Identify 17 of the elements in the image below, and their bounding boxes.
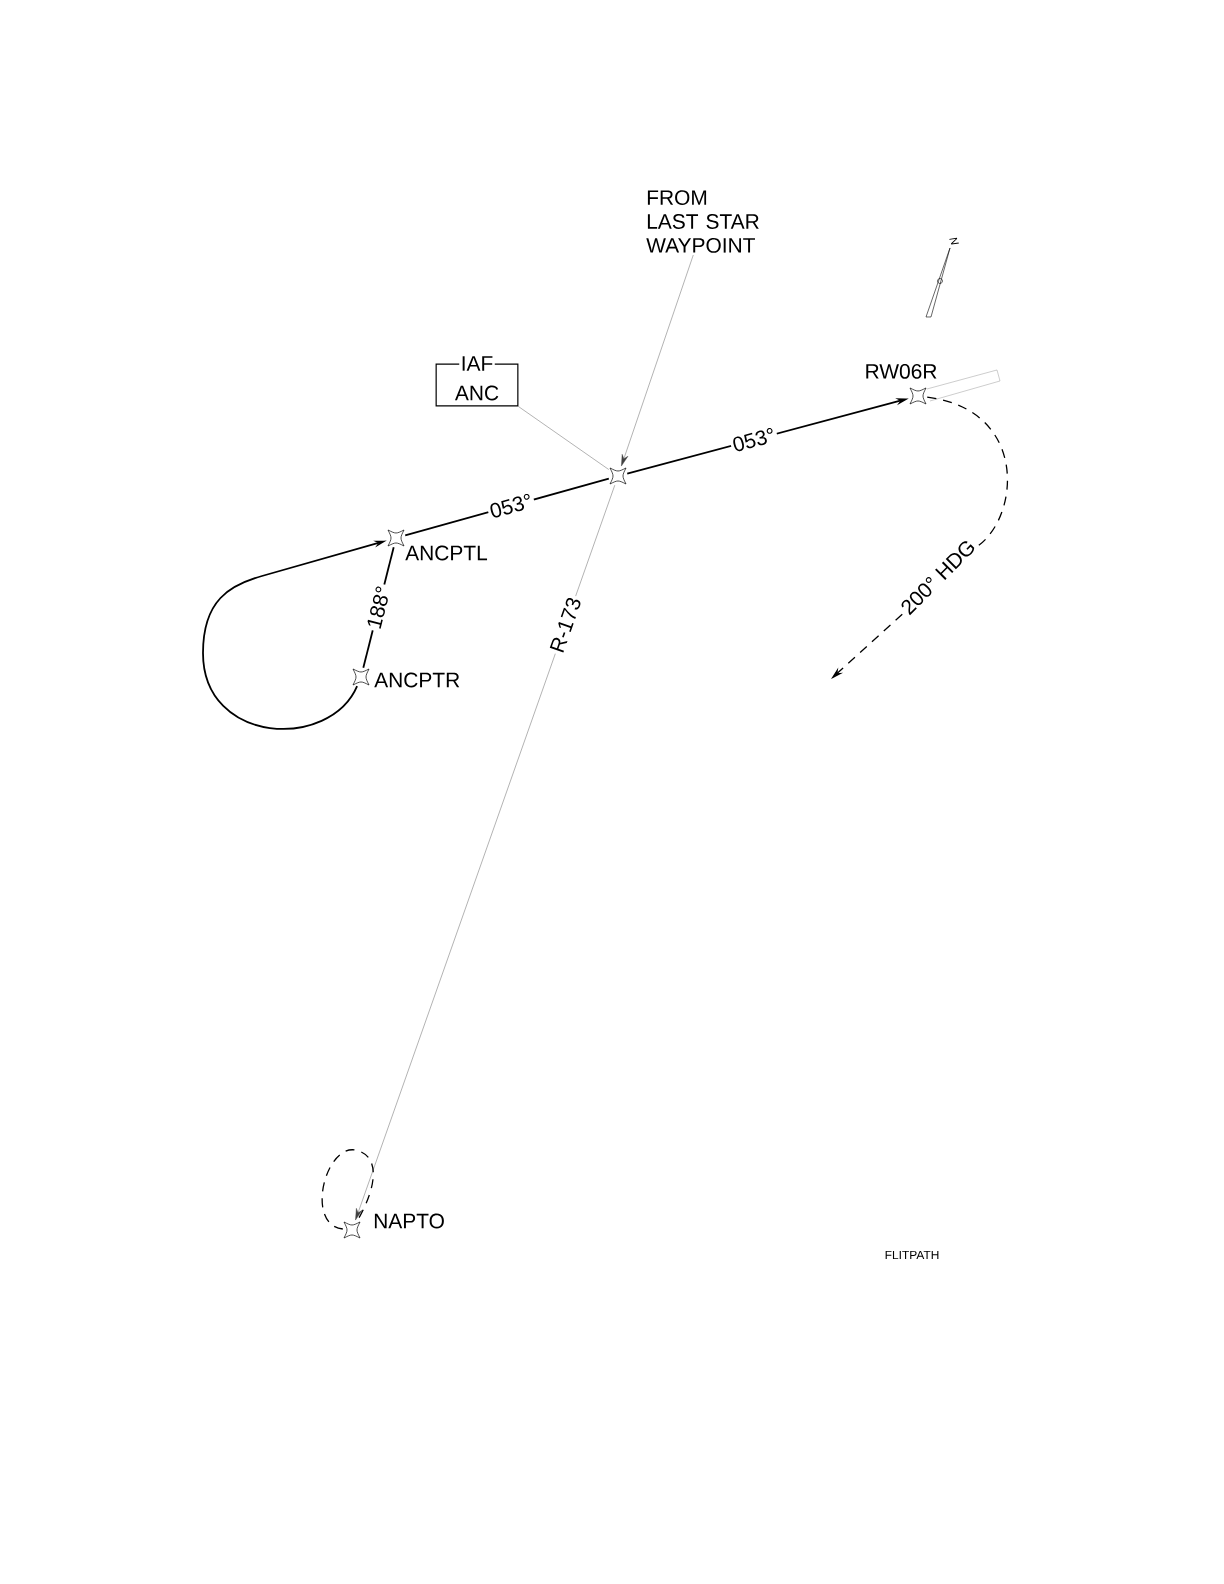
waypoint-label: ANCPTL (405, 545, 488, 561)
waypoint-label: RW06R (866, 364, 937, 379)
waypoint-symbol (609, 467, 627, 485)
route-line (621, 254, 694, 467)
route-line (355, 485, 615, 1221)
edge-label: 053° (728, 424, 780, 455)
edge-label: 188° (363, 582, 394, 633)
waypoint-label: ANCPTR (374, 672, 460, 688)
waypoint-label: NAPTO (374, 1213, 444, 1229)
route-note: FROM LAST STAR WAYPOINT (646, 190, 759, 253)
edge-label: R-173 (546, 593, 585, 657)
route-line (321, 1149, 374, 1230)
north-label: N (949, 237, 959, 245)
fix-box: IAF ANC (435, 354, 519, 407)
leader-line (518, 406, 609, 470)
edge-label: 053° (485, 490, 537, 522)
figure-code: FLITPATH (885, 1250, 939, 1260)
